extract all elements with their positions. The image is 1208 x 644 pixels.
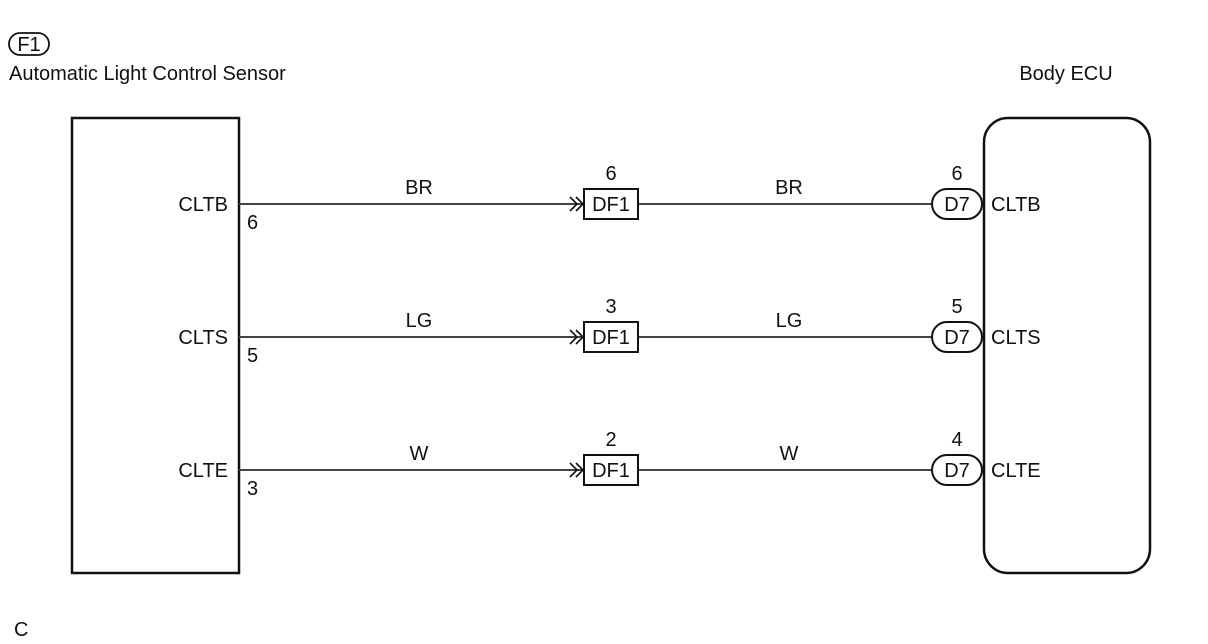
- junction-connector-label: DF1: [592, 327, 630, 349]
- junction-pin-number: 3: [605, 296, 616, 318]
- sensor-pin-number: 3: [247, 478, 258, 500]
- ecu-terminal-label: CLTB: [991, 194, 1041, 216]
- junction-pin-number: 2: [605, 429, 616, 451]
- ecu-terminal-label: CLTE: [991, 460, 1041, 482]
- wire-color-left: BR: [405, 177, 433, 199]
- ecu-connector-oval: [931, 454, 983, 486]
- junction-pin-number: 6: [605, 163, 616, 185]
- sensor-terminal-label: CLTB: [178, 194, 228, 216]
- wire-color-left: W: [410, 443, 429, 465]
- ecu-terminal-label: CLTS: [991, 327, 1041, 349]
- sensor-box: [70, 116, 241, 575]
- footer-code: C: [14, 619, 28, 641]
- ecu-connector-oval: [931, 188, 983, 220]
- wire-color-right: W: [780, 443, 799, 465]
- sensor-badge-label: F1: [17, 34, 40, 56]
- sensor-terminal-label: CLTE: [178, 460, 228, 482]
- ecu-box: [982, 116, 1152, 575]
- ecu-connector-label: D7: [944, 460, 970, 482]
- ecu-connector-label: D7: [944, 194, 970, 216]
- junction-connector-box: [583, 321, 639, 353]
- sensor-title: Automatic Light Control Sensor: [9, 63, 286, 85]
- junction-connector-box: [583, 454, 639, 486]
- connector-chevron-icon: [569, 462, 579, 478]
- ecu-pin-number: 5: [951, 296, 962, 318]
- junction-connector-box: [583, 188, 639, 220]
- wire-color-left: LG: [406, 310, 433, 332]
- sensor-pin-number: 6: [247, 212, 258, 234]
- ecu-title: Body ECU: [1019, 63, 1112, 85]
- ecu-connector-oval: [931, 321, 983, 353]
- sensor-badge-oval: [8, 32, 50, 56]
- wire-color-right: LG: [776, 310, 803, 332]
- junction-connector-label: DF1: [592, 194, 630, 216]
- ecu-pin-number: 6: [951, 163, 962, 185]
- connector-chevron-icon: [569, 196, 579, 212]
- sensor-terminal-label: CLTS: [178, 327, 228, 349]
- connector-chevron-icon: [569, 329, 579, 345]
- sensor-badge: F1: [8, 32, 50, 56]
- junction-connector-label: DF1: [592, 460, 630, 482]
- wire-color-right: BR: [775, 177, 803, 199]
- ecu-connector-label: D7: [944, 327, 970, 349]
- sensor-pin-number: 5: [247, 345, 258, 367]
- ecu-pin-number: 4: [951, 429, 962, 451]
